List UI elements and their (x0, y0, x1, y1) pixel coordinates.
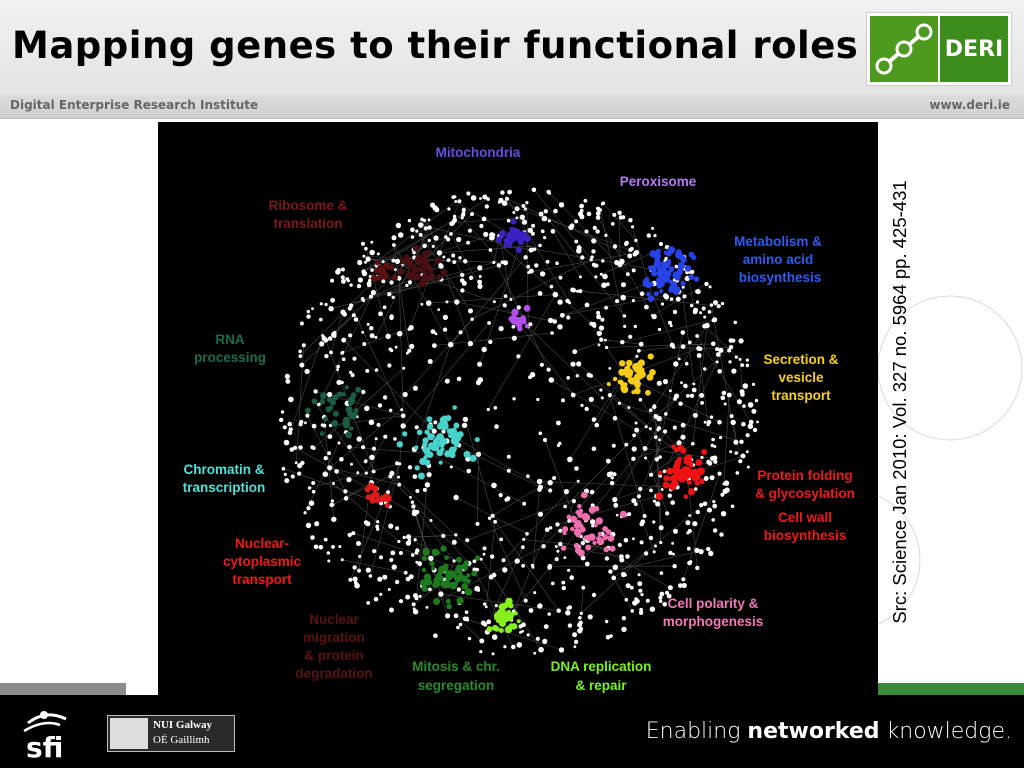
figure-label: processing (194, 350, 266, 365)
tagline-prefix: Enabling (645, 719, 748, 744)
cluster-secretion (606, 353, 656, 396)
cluster-protein-folding (655, 444, 708, 501)
cluster-metabolism (642, 246, 700, 302)
figure-label: migration (303, 630, 365, 645)
figure-label: segregation (418, 678, 495, 693)
figure-label: Protein folding (757, 468, 852, 483)
figure-label: Mitosis & chr. (412, 659, 500, 674)
figure-label: Mitochondria (436, 145, 521, 160)
figure-label: Metabolism & (734, 234, 822, 249)
tagline: Enabling networked knowledge. (646, 719, 1012, 744)
figure-label: cytoplasmic (223, 554, 302, 569)
cluster-mitochondria (495, 218, 531, 254)
figure-label: morphogenesis (663, 614, 764, 629)
figure-label: DNA replication (551, 659, 652, 674)
university-crest-icon (110, 718, 148, 749)
deri-logo: DERI (866, 12, 1012, 86)
figure-label: Ribosome & (269, 198, 348, 213)
figure-label: translation (273, 216, 342, 231)
slide-header: Mapping genes to their functional roles … (0, 0, 1024, 95)
figure-label: biosynthesis (739, 270, 822, 285)
nui-line2: OÉ Gaillimh (153, 734, 210, 746)
cluster-ribosome (397, 244, 447, 287)
figure-label: vesicle (778, 370, 824, 385)
figure-label: transport (232, 572, 292, 587)
figure-label: transcription (183, 480, 266, 495)
figure-label: & glycosylation (755, 486, 855, 501)
figure-label: Nuclear (309, 612, 359, 627)
tagline-bold: networked (747, 719, 880, 744)
cluster-mitosis (420, 545, 481, 610)
figure-label: Peroxisome (620, 174, 697, 189)
figure-label: degradation (295, 666, 372, 681)
cluster-rna (305, 385, 362, 439)
figure-label: biosynthesis (764, 528, 847, 543)
svg-text:sfi: sfi (26, 731, 63, 761)
footer-stripe-gray (0, 683, 126, 695)
deri-logo-text: DERI (940, 16, 1008, 82)
cluster-nuclear-cytoplasmic (364, 482, 392, 508)
network-chain-icon (870, 16, 938, 82)
website-link[interactable]: www.deri.ie (929, 98, 1010, 112)
figure-label: Nuclear- (235, 536, 289, 551)
institute-name: Digital Enterprise Research Institute (10, 98, 259, 112)
figure-label: RNA (215, 332, 244, 347)
tagline-suffix: knowledge. (879, 719, 1013, 744)
cluster-peroxisome (508, 304, 531, 332)
nui-line1: NUI Galway (153, 719, 212, 731)
figure-label: amino acid (743, 252, 814, 267)
cluster-nuclear-migration (370, 260, 398, 282)
figure-label: Secretion & (763, 352, 838, 367)
cluster-chromatin (396, 405, 480, 480)
figure-label: transport (771, 388, 831, 403)
cluster-cell-polarity (560, 491, 627, 557)
figure-label: & repair (575, 678, 627, 693)
sfi-logo-icon: sfi (23, 711, 67, 761)
nui-galway-logo: NUI Galway OÉ Gaillimh (107, 715, 235, 752)
figure-label: Chromatin & (184, 462, 265, 477)
slide-title: Mapping genes to their functional roles (12, 24, 859, 67)
figure-label: Cell polarity & (668, 596, 759, 611)
sub-header-bar: Digital Enterprise Research Institute ww… (0, 95, 1024, 119)
source-citation: Src: Science Jan 2010: Vol. 327 no. 5964… (889, 180, 910, 624)
slide-footer: sfi NUI Galway OÉ Gaillimh Enabling netw… (0, 695, 1024, 768)
source-citation-box: Src: Science Jan 2010: Vol. 327 no. 5964… (880, 124, 920, 680)
figure-label: & protein (304, 648, 363, 663)
figure-label: Cell wall (778, 510, 832, 525)
footer-stripe-green (878, 683, 1024, 695)
cluster-dna-replication (486, 597, 521, 634)
